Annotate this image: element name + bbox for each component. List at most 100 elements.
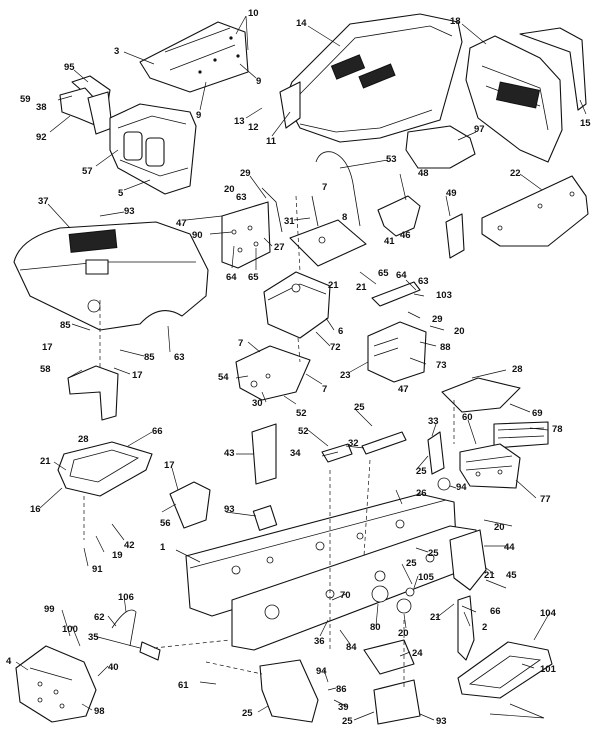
callout-41: 41 [384,236,395,247]
callout-66: 66 [152,426,163,437]
leader-lines [15,15,587,721]
rod-99-part [111,609,137,647]
callout-72: 72 [330,342,341,353]
callout-65: 65 [248,272,259,283]
washer-45-part [405,587,415,597]
callout-88: 88 [440,342,451,353]
callout-63: 63 [174,352,185,363]
callout-17: 17 [42,342,53,353]
callout-14: 14 [296,18,307,29]
bracket-33-part [427,431,445,475]
callout-65: 65 [378,268,389,279]
callout-28: 28 [78,434,89,445]
shield-part [15,645,97,723]
pad-69-part [441,377,521,413]
dash-support-bracket-part [221,187,283,269]
floor-plate-part [235,345,311,401]
bracket-49-part [445,213,465,259]
callout-25: 17 [164,460,175,471]
callout-69: 69 [532,408,543,419]
callout-43: 43 [224,448,235,459]
callout-20: 20 [454,326,465,337]
callout-25: 25 [354,402,365,413]
callout-10: 10 [248,8,259,19]
fender-part [13,221,209,331]
callout-99: 106 [118,592,134,603]
callout-19: 91 [92,564,103,575]
callout-93: 42 [124,540,135,551]
callout-22: 22 [510,168,521,179]
callout-60: 60 [462,412,473,423]
hood-grille [330,54,396,89]
callout-25: 105 [418,572,435,583]
callout-47: 47 [398,384,409,395]
callout-1: 25 [428,548,439,559]
callout-21: 45 [506,570,517,581]
callout-21: 21 [328,280,339,291]
callout-28: 28 [512,364,523,375]
callout-7: 7 [238,338,243,349]
bracket-56-part [169,481,211,529]
callout-66: 104 [540,608,557,619]
callout-8: 8 [342,212,347,223]
callout-98: 25 [242,708,253,719]
callout-97: 97 [474,124,485,135]
callout-15: 15 [580,118,591,129]
callout-3: 3 [114,46,119,57]
washer-80-part [396,598,412,614]
hood-part [279,13,463,143]
callout-105: 99 [44,604,55,615]
callout-57: 57 [82,166,93,177]
pedal-84-part [457,595,475,661]
callout-44: 21 [484,570,495,581]
bracket-44-part [449,529,487,591]
callout-29: 29 [432,314,443,325]
callout-91: 1 [160,542,166,553]
support-58-part [67,365,119,421]
callout-37: 37 [38,196,49,207]
callout-58: 58 [40,364,51,375]
callout-52: 52 [296,408,307,419]
callout-2: 4 [6,656,12,667]
bracket-32-part [361,431,407,455]
callout-100: 62 [94,612,105,623]
callout-33: 33 [428,416,439,427]
grille-part [465,27,587,163]
callout-92: 92 [36,132,47,143]
callout-49: 49 [446,188,457,199]
callout-106: 70 [340,590,351,601]
callout-17: 17 [132,370,143,381]
side-panel-part [481,175,589,247]
bracket-23-part [367,281,427,383]
callout-93: 93 [124,206,135,217]
callout-21: 66 [490,606,501,617]
bushing-16-part [252,505,278,531]
callout-4: 40 [108,662,119,673]
callout-84: 2 [482,622,487,633]
callout-46: 46 [400,230,411,241]
callout-labels: 10 3 9 9 95 59 38 92 57 5 14 13 12 11 18… [6,8,591,727]
washer-94-part [437,477,451,491]
callout-18: 18 [450,16,461,27]
callout-85: 85 [144,352,155,363]
callout-6: 6 [338,326,343,337]
hood-strip-part [405,125,476,169]
callout-23: 23 [340,370,351,381]
callout-73: 73 [436,360,447,371]
plate-40-part [363,639,415,675]
callout-34: 34 [290,448,301,459]
dash-panel-part [139,21,249,93]
callout-9: 9 [196,110,201,121]
callout-20: 21 [430,612,441,623]
bracket-77-part [459,443,521,489]
callout-26: 20 [494,522,505,533]
battery-box-part [263,271,331,339]
callout-29: 29 [240,168,251,179]
callout-103: 103 [436,290,452,301]
callout-70: 80 [370,622,381,633]
plate-43-part [251,423,277,485]
callout-25: 39 [338,702,349,713]
callout-7: 7 [322,384,327,395]
callout-30: 30 [252,398,263,409]
